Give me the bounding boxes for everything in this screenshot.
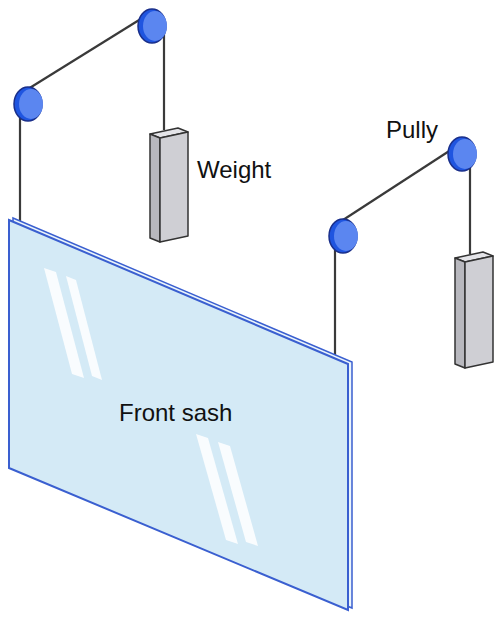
pulley-face xyxy=(334,221,358,251)
pulley xyxy=(14,87,42,121)
pulley xyxy=(138,9,166,43)
pulley-face xyxy=(143,11,167,41)
sash-cord xyxy=(334,236,336,356)
weight-front xyxy=(160,132,188,242)
part-label: Pully xyxy=(386,116,438,144)
glass-reflection xyxy=(218,442,258,546)
pulleys xyxy=(14,9,477,253)
sash-glass xyxy=(9,220,348,610)
glass-reflection xyxy=(44,268,84,378)
sash-label: Front sash xyxy=(119,399,232,427)
cord-span xyxy=(343,144,460,220)
weight-front xyxy=(465,256,493,368)
weight-cord xyxy=(469,158,471,254)
pulley-face xyxy=(453,139,477,169)
pulley xyxy=(448,137,476,171)
weight-side xyxy=(455,258,465,368)
weight-cord xyxy=(163,26,165,130)
part-label: Weight xyxy=(197,156,271,184)
cord-span xyxy=(28,12,152,89)
pulley-face xyxy=(19,89,43,119)
weight-side xyxy=(150,134,160,242)
pulley xyxy=(329,219,357,253)
sash-cord xyxy=(19,104,21,224)
glass-reflection xyxy=(66,276,102,380)
sash-pane: Front sash xyxy=(6,216,356,612)
